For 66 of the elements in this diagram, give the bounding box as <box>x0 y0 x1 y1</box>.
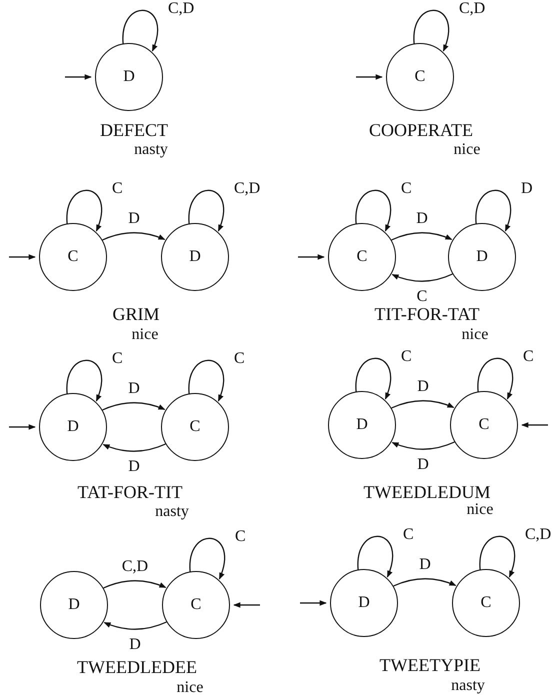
start-arrow <box>233 602 260 608</box>
state-circle: D <box>328 391 396 459</box>
strategy-name: TWEEDLEDEE <box>77 658 197 676</box>
self-loop-arrow <box>476 190 512 232</box>
strategy-type-label: nasty <box>155 504 189 520</box>
strategy-name: TIT-FOR-TAT <box>374 305 480 323</box>
self-loop-arrow <box>480 536 516 578</box>
self-loop-arrow <box>66 360 102 402</box>
self-loop-arrow <box>478 358 514 400</box>
transition-arrow <box>102 232 166 241</box>
transition-arrow <box>391 232 452 241</box>
state-circle: C <box>450 391 518 459</box>
transition-arrow <box>104 621 167 630</box>
transition-arrow <box>392 441 455 450</box>
self-loop-arrow <box>188 190 224 232</box>
strategy-name: GRIM <box>112 305 160 323</box>
self-loop-arrow <box>188 360 224 402</box>
transition-arrow <box>102 402 166 411</box>
strategy-type-label: nice <box>466 502 494 518</box>
strategy-type-label: nasty <box>134 142 168 158</box>
edge-label: C,D <box>524 527 552 543</box>
self-loop-arrow <box>190 538 226 580</box>
self-loop-arrow <box>66 190 102 232</box>
strategy-name: TWEETYPIE <box>380 656 480 674</box>
start-arrow <box>356 74 383 80</box>
state-circle: C <box>328 223 396 291</box>
edge-label: C,D <box>458 1 486 17</box>
strategy-name: DEFECT <box>100 121 168 139</box>
transition-arrow <box>392 273 453 282</box>
strategy-name: TAT-FOR-TIT <box>78 483 182 501</box>
state-circle: C <box>452 569 520 637</box>
start-arrow <box>521 422 548 428</box>
state-circle: C <box>161 393 229 461</box>
self-loop-arrow <box>356 190 392 232</box>
strategy-type-label: nice <box>176 680 204 695</box>
state-circle: C <box>39 223 107 291</box>
strategy-type-label: nice <box>132 327 158 343</box>
transition-arrow <box>393 578 456 587</box>
self-loop-arrow <box>122 10 158 52</box>
start-arrow <box>9 254 36 260</box>
state-circle: D <box>448 223 516 291</box>
self-loop-arrow <box>358 536 394 578</box>
self-loop-arrow <box>414 10 450 52</box>
state-circle: C <box>162 571 230 639</box>
strategy-name: TWEEDLEDUM <box>364 483 490 501</box>
strategy-type-label: nice <box>462 327 488 343</box>
edge-label: C,D <box>120 559 150 575</box>
transition-arrow <box>102 443 166 452</box>
transition-arrow <box>103 580 166 589</box>
transition-arrow <box>391 400 454 409</box>
state-circle: D <box>161 223 229 291</box>
start-arrow <box>65 74 92 80</box>
edge-label: C,D <box>167 1 196 17</box>
start-arrow <box>300 600 327 606</box>
strategy-type-label: nasty <box>451 678 485 694</box>
state-circle: D <box>330 569 398 637</box>
edge-label: C,D <box>233 181 262 197</box>
self-loop-arrow <box>356 358 392 400</box>
start-arrow <box>298 254 325 260</box>
state-circle: D <box>40 571 108 639</box>
state-circle: C <box>386 43 454 111</box>
start-arrow <box>9 424 36 430</box>
strategy-type-label: nice <box>454 142 480 158</box>
state-circle: D <box>39 393 107 461</box>
state-circle: D <box>95 43 163 111</box>
strategy-name: COOPERATE <box>369 121 473 139</box>
